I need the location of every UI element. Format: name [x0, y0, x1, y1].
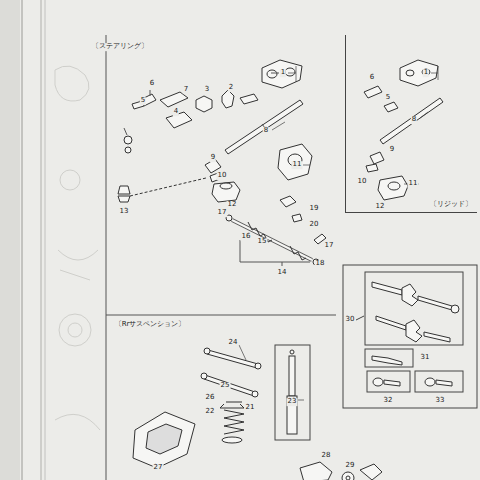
- callout-number: 1: [280, 69, 286, 77]
- callout-number: 7: [183, 86, 189, 94]
- callout-number: 21: [245, 404, 256, 412]
- callout-number: 11: [292, 161, 303, 169]
- callout-number: 12: [375, 203, 386, 211]
- callout-number: 22: [205, 408, 216, 416]
- callout-number: 17: [217, 209, 228, 217]
- halfshaft-parts: [372, 282, 459, 386]
- callout-number: 19: [309, 205, 320, 213]
- binding-margin: [0, 0, 45, 480]
- callout-number: 14: [277, 269, 288, 277]
- callout-number: 13: [119, 208, 130, 216]
- callout-number: 30: [345, 316, 356, 324]
- callout-number: 8: [411, 116, 417, 124]
- callout-number: 17: [324, 242, 335, 250]
- callout-number: 16: [241, 233, 252, 241]
- callout-number: 31: [420, 354, 431, 362]
- callout-number: 29: [345, 462, 356, 470]
- section-heading: 〔ステアリング〕: [91, 43, 149, 51]
- suspension-parts: [133, 345, 382, 480]
- callout-number: 9: [389, 146, 395, 154]
- callout-number: 15: [257, 238, 268, 246]
- callout-number: 10: [217, 172, 228, 180]
- callout-number: 28: [321, 452, 332, 460]
- callout-number: 33: [435, 397, 446, 405]
- callout-number: 4: [173, 108, 179, 116]
- callout-number: 32: [383, 397, 394, 405]
- callout-number: 26: [205, 394, 216, 402]
- callout-number: 6: [369, 74, 375, 82]
- callout-number: 18: [315, 260, 326, 268]
- callout-number: 5: [385, 94, 391, 102]
- callout-number: 12: [227, 201, 238, 209]
- callout-number: 2: [228, 84, 234, 92]
- section-label: 〔リジッド〕: [429, 199, 473, 209]
- callout-number: 1: [423, 69, 429, 77]
- halfshaft-box: [343, 265, 477, 408]
- steering-parts: [118, 60, 326, 266]
- callout-number: 6: [149, 80, 155, 88]
- callout-number: 20: [309, 221, 320, 229]
- callout-number: 25: [220, 382, 231, 390]
- rigid-parts: [364, 60, 443, 200]
- callout-number: 3: [204, 86, 210, 94]
- callout-number: 27: [153, 464, 164, 472]
- left-frame: [106, 35, 336, 480]
- section-heading: 〔Rrサスペンション〕: [114, 321, 187, 329]
- leader-lines: [239, 66, 438, 400]
- callout-number: 10: [357, 178, 368, 186]
- callout-number: 23: [287, 398, 298, 406]
- callout-number: 24: [228, 339, 239, 347]
- callout-number: 8: [263, 127, 269, 135]
- ghost-print: [55, 66, 100, 430]
- callout-number: 11: [408, 180, 419, 188]
- callout-number: 9: [210, 154, 216, 162]
- callout-number: 5: [140, 97, 146, 105]
